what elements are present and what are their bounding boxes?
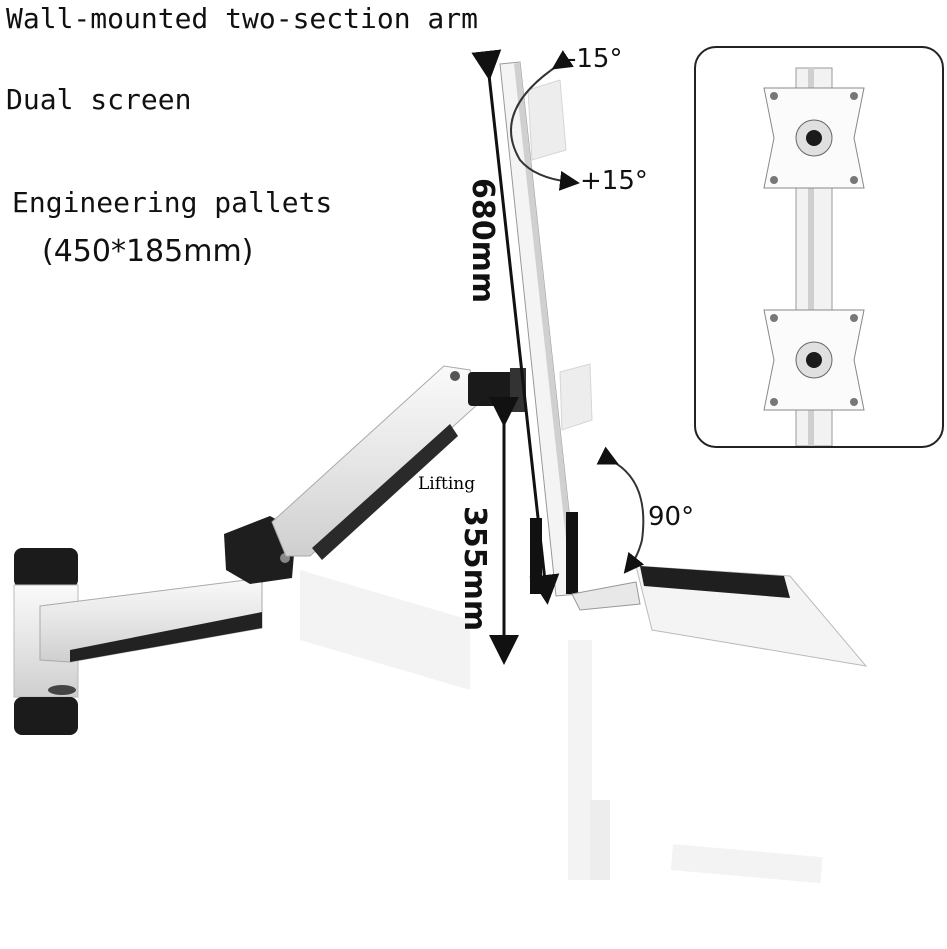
caption-dual-screen: Dual screen xyxy=(6,83,192,116)
tilt-up-label: -15° xyxy=(567,44,623,74)
tilt-down-label: +15° xyxy=(580,166,648,196)
keyboard-tray-icon xyxy=(571,565,868,667)
gas-spring-arm-icon xyxy=(271,365,479,560)
ghost-lower-position xyxy=(300,570,823,884)
dual-vesa-plate-icon xyxy=(763,67,865,446)
tilt-head xyxy=(468,368,526,412)
lower-arm-section xyxy=(39,577,263,663)
tilt-arc-icon xyxy=(510,50,580,191)
caption-wall-mounted: Wall-mounted two-section arm xyxy=(6,2,479,35)
lifting-label: Lifting xyxy=(418,474,476,494)
height-label: 680mm xyxy=(465,178,500,304)
caption-pallet-size: (450*185mm) xyxy=(42,234,254,269)
lifting-range-label: 355mm xyxy=(457,506,492,632)
vesa-plate-top xyxy=(763,87,865,189)
rotation-arc-icon xyxy=(596,446,645,574)
dual-vesa-detail-inset xyxy=(694,46,944,448)
rotation-label: 90° xyxy=(648,502,695,532)
height-dimension-line xyxy=(471,49,560,605)
caption-engineering-pallets: Engineering pallets xyxy=(12,186,333,219)
vesa-plate-bottom xyxy=(763,309,865,411)
